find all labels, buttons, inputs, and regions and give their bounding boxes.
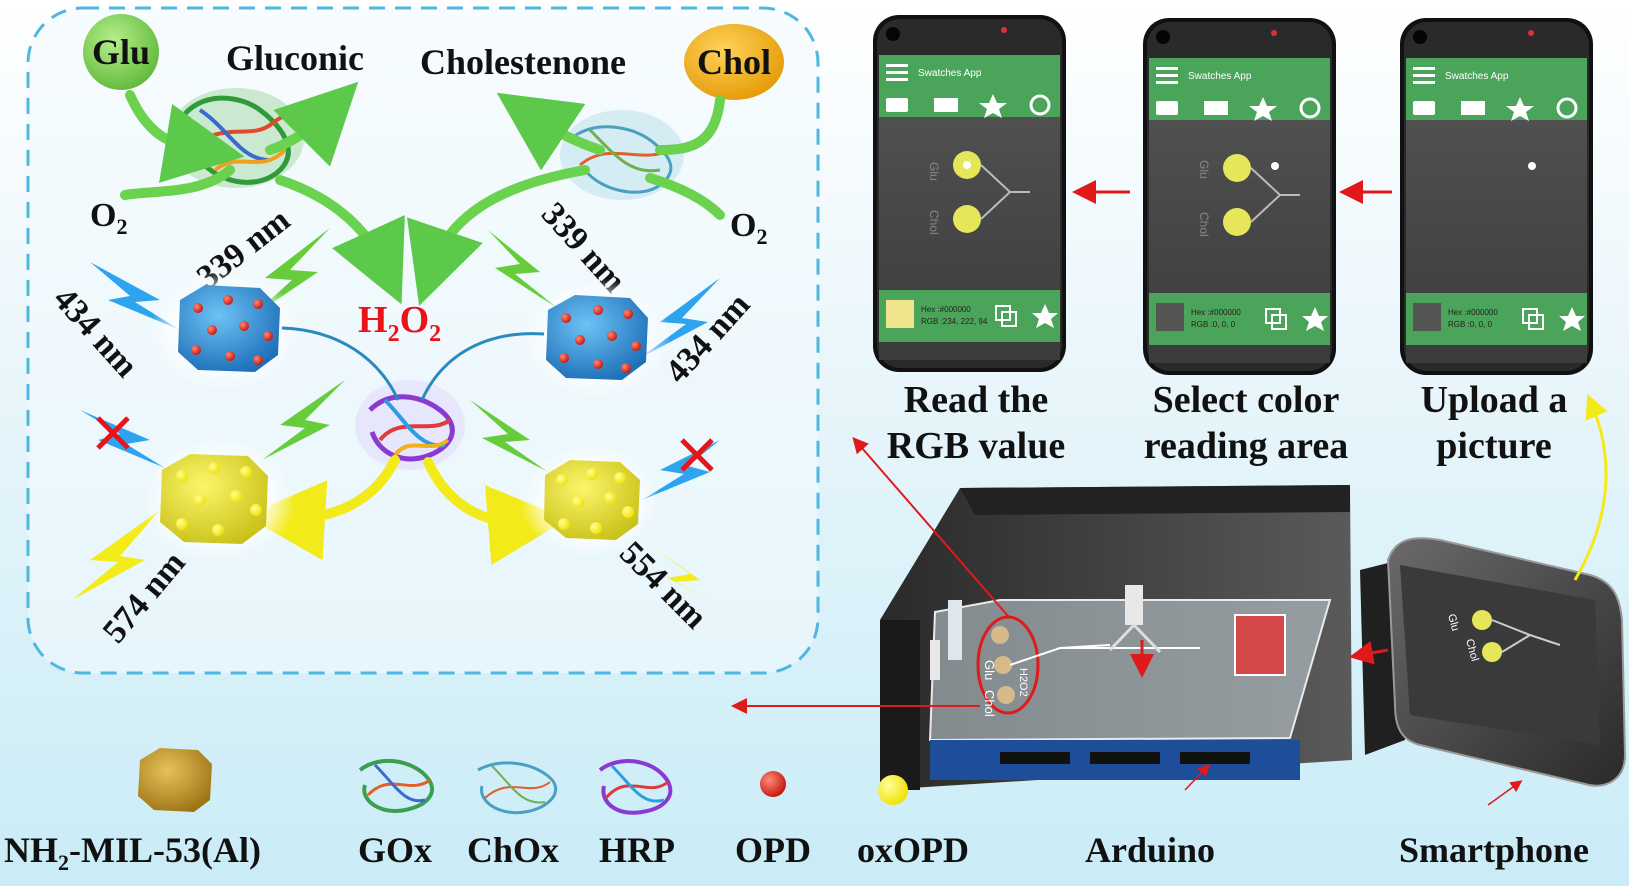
svg-text:H2O2: H2O2 [1017, 668, 1029, 697]
svg-text:Glu: Glu [92, 32, 150, 72]
legend-mof-label: NH2-MIL-53(Al) [4, 830, 261, 875]
svg-text:reading area: reading area [1144, 425, 1348, 467]
mof-hrp-lines [281, 326, 545, 401]
star-icon [1032, 304, 1058, 328]
smartphone-label: Smartphone [1399, 830, 1589, 870]
svg-text:oxOPD: oxOPD [857, 830, 969, 870]
phone-select-area: Swatches App Glu Chol Hex :#000000 RGB :… [1143, 18, 1336, 375]
svg-text:Chol: Chol [697, 42, 771, 82]
camera-icon [1156, 30, 1170, 44]
svg-text:Glu: Glu [927, 162, 941, 181]
svg-text:GOx: GOx [358, 830, 432, 870]
h2o2-label: H2O2 [358, 299, 441, 347]
legend-mof-icon [138, 748, 212, 812]
star-icon [1559, 307, 1585, 331]
legend-oxopd-icon [878, 775, 908, 805]
legend-gox-icon [358, 758, 435, 813]
arduino-label: Arduino [1085, 830, 1215, 870]
svg-text:Chol: Chol [1197, 212, 1211, 237]
copy-icon [1265, 308, 1287, 330]
o2-right: O2 [730, 207, 767, 249]
svg-text:Hex :#000000: Hex :#000000 [921, 305, 971, 314]
hrp-protein-center [355, 380, 465, 470]
svg-text:RGB value: RGB value [887, 425, 1065, 467]
star-icon [1249, 97, 1277, 121]
legend: NH2-MIL-53(Al) GOx ChOx HRP OPD oxOPD Ar… [4, 748, 1589, 875]
lightning-icon [262, 380, 345, 460]
hamburger-icon [886, 64, 908, 81]
svg-text:Chol: Chol [982, 690, 997, 717]
svg-text:Select color: Select color [1153, 379, 1340, 421]
hamburger-icon [1156, 67, 1178, 84]
svg-text:Glu: Glu [982, 660, 997, 680]
svg-text:Glu: Glu [1197, 160, 1211, 179]
legend-chox-icon [477, 761, 558, 815]
svg-text:Swatches App: Swatches App [1188, 71, 1252, 82]
svg-text:ChOx: ChOx [467, 830, 559, 870]
device-box: Glu Chol H2O2 [880, 485, 1352, 790]
phone-upload-picture: Swatches App Hex :#000000 RGB :0, 0, 0 [1400, 18, 1593, 375]
photo-camera-icon [1413, 101, 1435, 115]
lightning-icon [250, 228, 330, 318]
gallery-icon [934, 98, 958, 112]
history-icon [1029, 94, 1051, 116]
photo-camera-icon [1156, 101, 1178, 115]
legend-hrp-icon [598, 759, 673, 815]
glu-bubble: Glu [83, 14, 159, 90]
lightning-icon [470, 400, 548, 472]
svg-text:Swatches App: Swatches App [918, 68, 982, 79]
history-icon [1299, 97, 1321, 119]
mof-yellow-left [140, 436, 296, 564]
lightning-icon [90, 262, 180, 330]
green-arrows [120, 81, 725, 306]
yellow-arrows [245, 455, 568, 566]
svg-text:OPD: OPD [735, 830, 811, 870]
svg-text:HRP: HRP [599, 830, 675, 870]
phone-read-rgb: Swatches App Glu Chol Hex :#000000 RGB :… [873, 15, 1066, 372]
reading-zone [976, 615, 1040, 715]
lightning-icon [488, 230, 560, 310]
star-icon [979, 94, 1007, 118]
star-icon [1302, 307, 1328, 331]
gluconic-label: Gluconic [226, 38, 364, 78]
svg-text:RGB :234, 222, 94: RGB :234, 222, 94 [921, 317, 988, 326]
mof-yellow-right [520, 442, 660, 558]
svg-text:Chol: Chol [927, 210, 941, 235]
svg-text:Glu: Glu [1445, 613, 1461, 633]
svg-text:Hex :#000000: Hex :#000000 [1448, 308, 1498, 317]
phone-captions: Read the RGB value Select color reading … [887, 379, 1568, 467]
camera-icon [886, 27, 900, 41]
svg-text:Hex :#000000: Hex :#000000 [1191, 308, 1241, 317]
lightning-icon [72, 510, 160, 600]
system-arrows [731, 393, 1608, 806]
legend-opd-icon [760, 771, 786, 797]
hamburger-icon [1413, 67, 1435, 84]
star-icon [1506, 97, 1534, 121]
svg-text:RGB :0, 0, 0: RGB :0, 0, 0 [1191, 320, 1236, 329]
svg-text:RGB :0, 0, 0: RGB :0, 0, 0 [1448, 320, 1493, 329]
smartphone-device: Glu Chol [1360, 537, 1627, 787]
o2-left: O2 [90, 197, 127, 239]
gallery-icon [1204, 101, 1228, 115]
camera-icon [1413, 30, 1427, 44]
copy-icon [1522, 308, 1544, 330]
lightning-icon [640, 278, 720, 358]
svg-text:Read the: Read the [904, 379, 1049, 421]
blocked-cross-icons [96, 416, 714, 472]
gox-protein [168, 88, 304, 188]
reagent-cuvette [1234, 614, 1286, 676]
svg-text:picture: picture [1436, 425, 1551, 467]
mof-blue-right [521, 278, 671, 398]
svg-text:Swatches App: Swatches App [1445, 71, 1509, 82]
cholestenone-label: Cholestenone [420, 42, 626, 82]
chol-bubble: Chol [684, 24, 784, 100]
photo-camera-icon [886, 98, 908, 112]
timer-icon [1556, 97, 1578, 119]
svg-text:Upload a: Upload a [1421, 379, 1568, 421]
svg-text:Chol: Chol [1463, 638, 1480, 663]
copy-icon [995, 305, 1017, 327]
mof-blue-left [150, 270, 300, 390]
gallery-icon [1461, 101, 1485, 115]
